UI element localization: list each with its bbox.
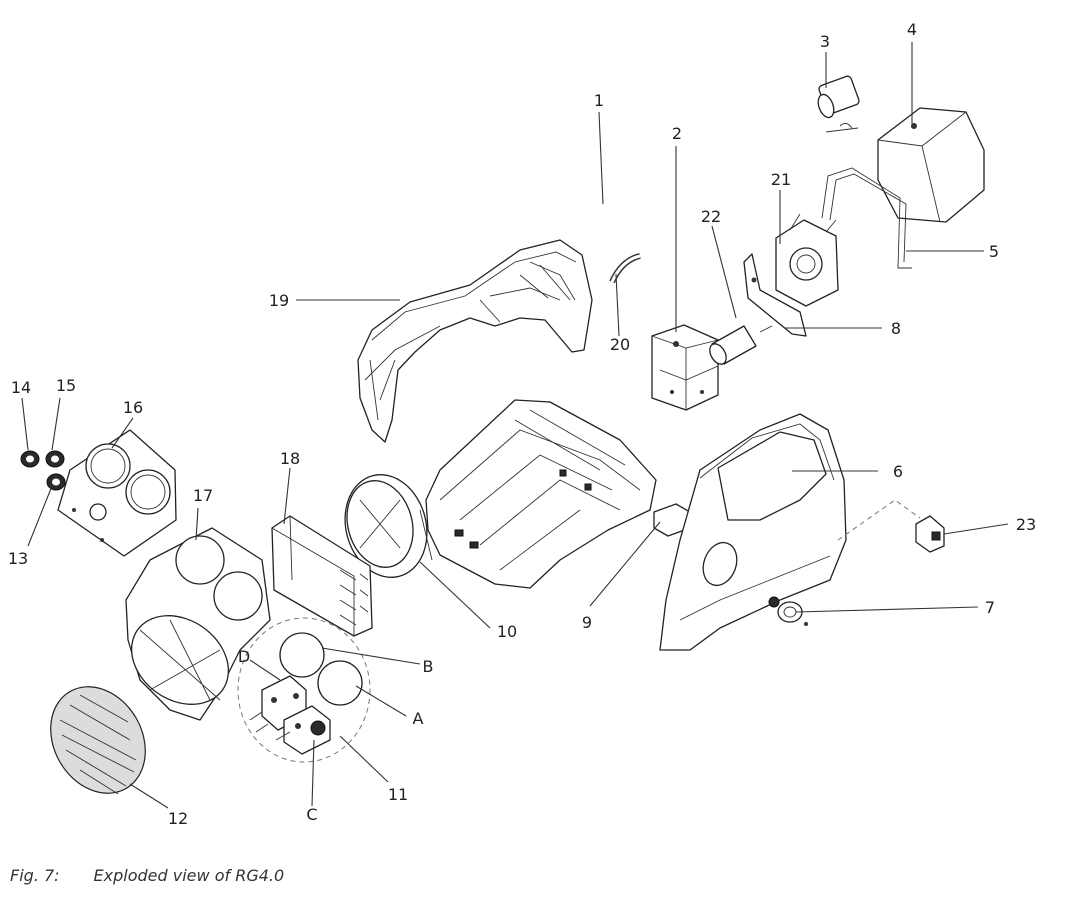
figure-label: Fig. 7:	[10, 866, 60, 885]
callout-17: 17	[193, 486, 213, 505]
part-22-capacitor	[709, 325, 773, 365]
part-4-shroud	[877, 107, 985, 223]
callout-8: 8	[891, 319, 901, 338]
callout-1: 1	[594, 91, 604, 110]
part-8-bracket	[743, 253, 807, 337]
part-10-fan-ring	[344, 474, 433, 578]
callout-B: B	[423, 657, 434, 676]
callout-C: C	[306, 805, 317, 824]
part-17-front-housing	[125, 527, 271, 721]
callout-21: 21	[771, 170, 791, 189]
part-19-top-housing	[357, 239, 593, 443]
leader-lines	[21, 42, 1009, 809]
callout-20: 20	[610, 335, 630, 354]
callout-D: D	[238, 647, 250, 666]
exploded-view-diagram: 1 2 3 4 5 6 7 8 9 10 11 12 13 14 15 16 1…	[8, 20, 1036, 828]
callout-9: 9	[582, 613, 592, 632]
callout-2: 2	[672, 124, 682, 143]
part-2-box	[651, 324, 719, 411]
part-14-knob	[20, 450, 40, 468]
part-16-gauge-panel	[57, 429, 177, 557]
callout-4: 4	[907, 20, 917, 39]
part-5-bracket	[821, 167, 912, 269]
callout-7: 7	[985, 598, 995, 617]
callout-A: A	[413, 709, 424, 728]
callout-22: 22	[701, 207, 721, 226]
callout-5: 5	[989, 242, 999, 261]
figure-title: Exploded view of RG4.0	[93, 866, 285, 885]
part-20-hose	[609, 253, 641, 284]
part-3-cylinder	[817, 75, 860, 133]
part-10-base	[425, 399, 657, 589]
part-1-tube	[579, 193, 646, 239]
callout-6: 6	[893, 462, 903, 481]
callout-15: 15	[56, 376, 76, 395]
part-23-connector	[837, 499, 945, 553]
callout-12: 12	[168, 809, 188, 828]
callout-10: 10	[497, 622, 517, 641]
callout-19: 19	[269, 291, 289, 310]
part-13-knob	[46, 473, 66, 491]
part-11-manifold	[237, 617, 371, 763]
callout-16: 16	[123, 398, 143, 417]
callout-14: 14	[11, 378, 31, 397]
callout-11: 11	[388, 785, 408, 804]
part-18-exchanger	[271, 515, 373, 637]
part-12-grille	[50, 686, 146, 795]
figure-caption: Fig. 7: Exploded view of RG4.0	[10, 866, 284, 885]
callout-23: 23	[1016, 515, 1036, 534]
callout-13: 13	[8, 549, 28, 568]
part-21-fan-mount	[775, 213, 839, 307]
callout-3: 3	[820, 32, 830, 51]
part-7-knob	[768, 596, 808, 626]
part-15-knob	[45, 450, 65, 468]
part-6-side-cover	[659, 413, 847, 651]
callout-18: 18	[280, 449, 300, 468]
